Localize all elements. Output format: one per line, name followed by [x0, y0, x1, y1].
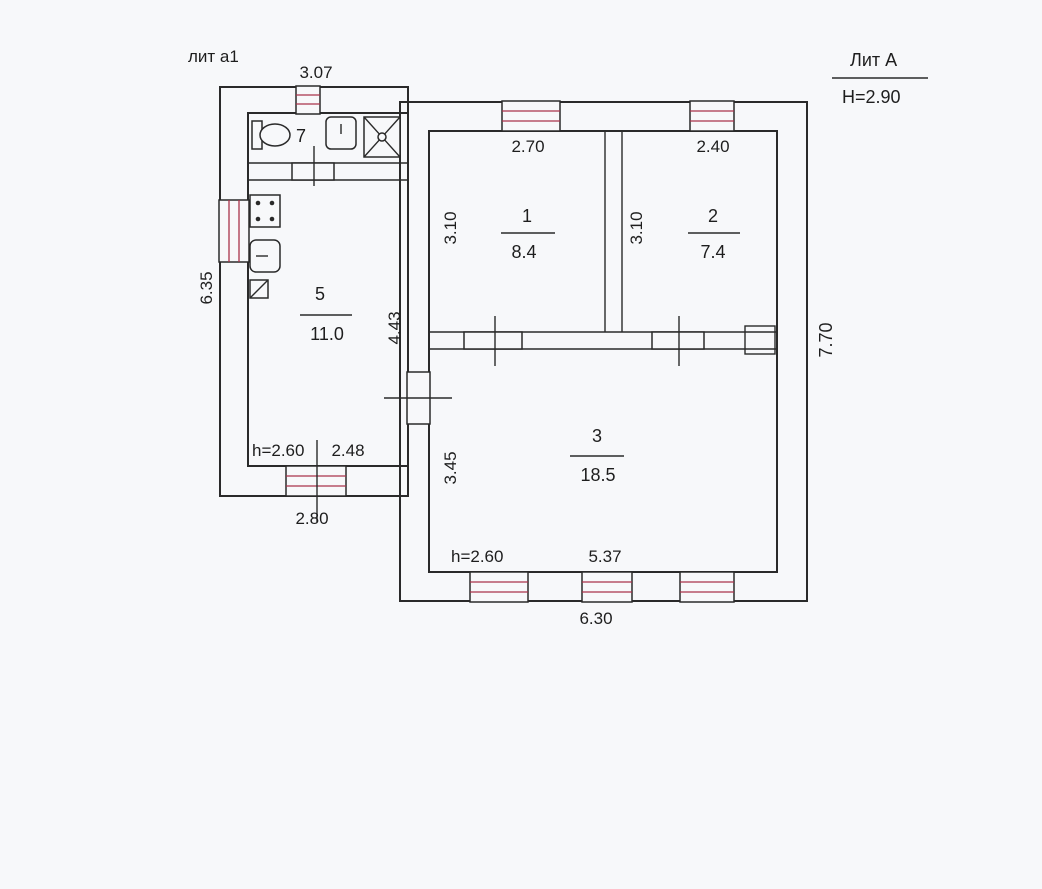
room3-number: 3	[592, 426, 602, 446]
dim-room3-height: 3.45	[441, 451, 460, 484]
room1-number: 1	[522, 206, 532, 226]
doorways	[291, 146, 705, 425]
dim-room2-width: 2.40	[696, 137, 729, 156]
windows	[218, 85, 735, 603]
window-annex-left	[218, 199, 250, 263]
dim-annex-height: h=2.60	[252, 441, 304, 460]
lit-main-height: Н=2.90	[842, 87, 901, 107]
dim-room3-width: 5.37	[588, 547, 621, 566]
dim-annex-top: 3.07	[299, 63, 332, 82]
toilet-icon	[251, 120, 291, 150]
lit-annex-label: лит а1	[188, 47, 239, 66]
door-bathroom	[291, 146, 335, 186]
room3-area: 18.5	[580, 465, 615, 485]
dim-room2-height: 3.10	[627, 211, 646, 244]
door-annex-main	[384, 371, 452, 425]
window-room3-bottom-mid	[581, 571, 633, 603]
dim-annex-bottom-inner: 2.48	[331, 441, 364, 460]
main-inner-wall	[428, 130, 778, 573]
window-room3-bottom-left	[469, 571, 529, 603]
dim-main-bottom: 6.30	[579, 609, 612, 628]
window-annex-bottom	[285, 465, 347, 497]
window-annex-top	[295, 85, 321, 115]
door-room2	[651, 316, 705, 366]
dim-annex-bottom-outer: 2.80	[295, 509, 328, 528]
sink-icon	[249, 239, 281, 273]
room1-area: 8.4	[511, 242, 536, 262]
dim-room1-height: 3.10	[441, 211, 460, 244]
window-room1-top	[501, 100, 561, 132]
room7-number: 7	[296, 126, 306, 146]
room2-number: 2	[708, 206, 718, 226]
room5-number: 5	[315, 284, 325, 304]
shower-tray-icon	[363, 116, 401, 158]
main-outer-wall	[399, 101, 808, 602]
room5-area: 11.0	[310, 324, 344, 344]
window-room3-bottom-right	[679, 571, 735, 603]
stove-icon	[249, 194, 281, 228]
boiler-icon	[249, 279, 269, 299]
washbasin-icon	[325, 116, 357, 150]
dim-room1-width: 2.70	[511, 137, 544, 156]
dim-annex-left: 6.35	[197, 271, 216, 304]
door-room1	[463, 316, 523, 366]
lit-main-label: Лит А	[850, 50, 897, 70]
dim-annex-inner-right: 4.43	[385, 311, 404, 344]
dim-main-right: 7.70	[816, 322, 836, 357]
stove-niche	[744, 325, 776, 355]
dim-main-height: h=2.60	[451, 547, 503, 566]
room2-area: 7.4	[700, 242, 725, 262]
main-walls	[399, 101, 808, 602]
window-room2-top	[689, 100, 735, 132]
